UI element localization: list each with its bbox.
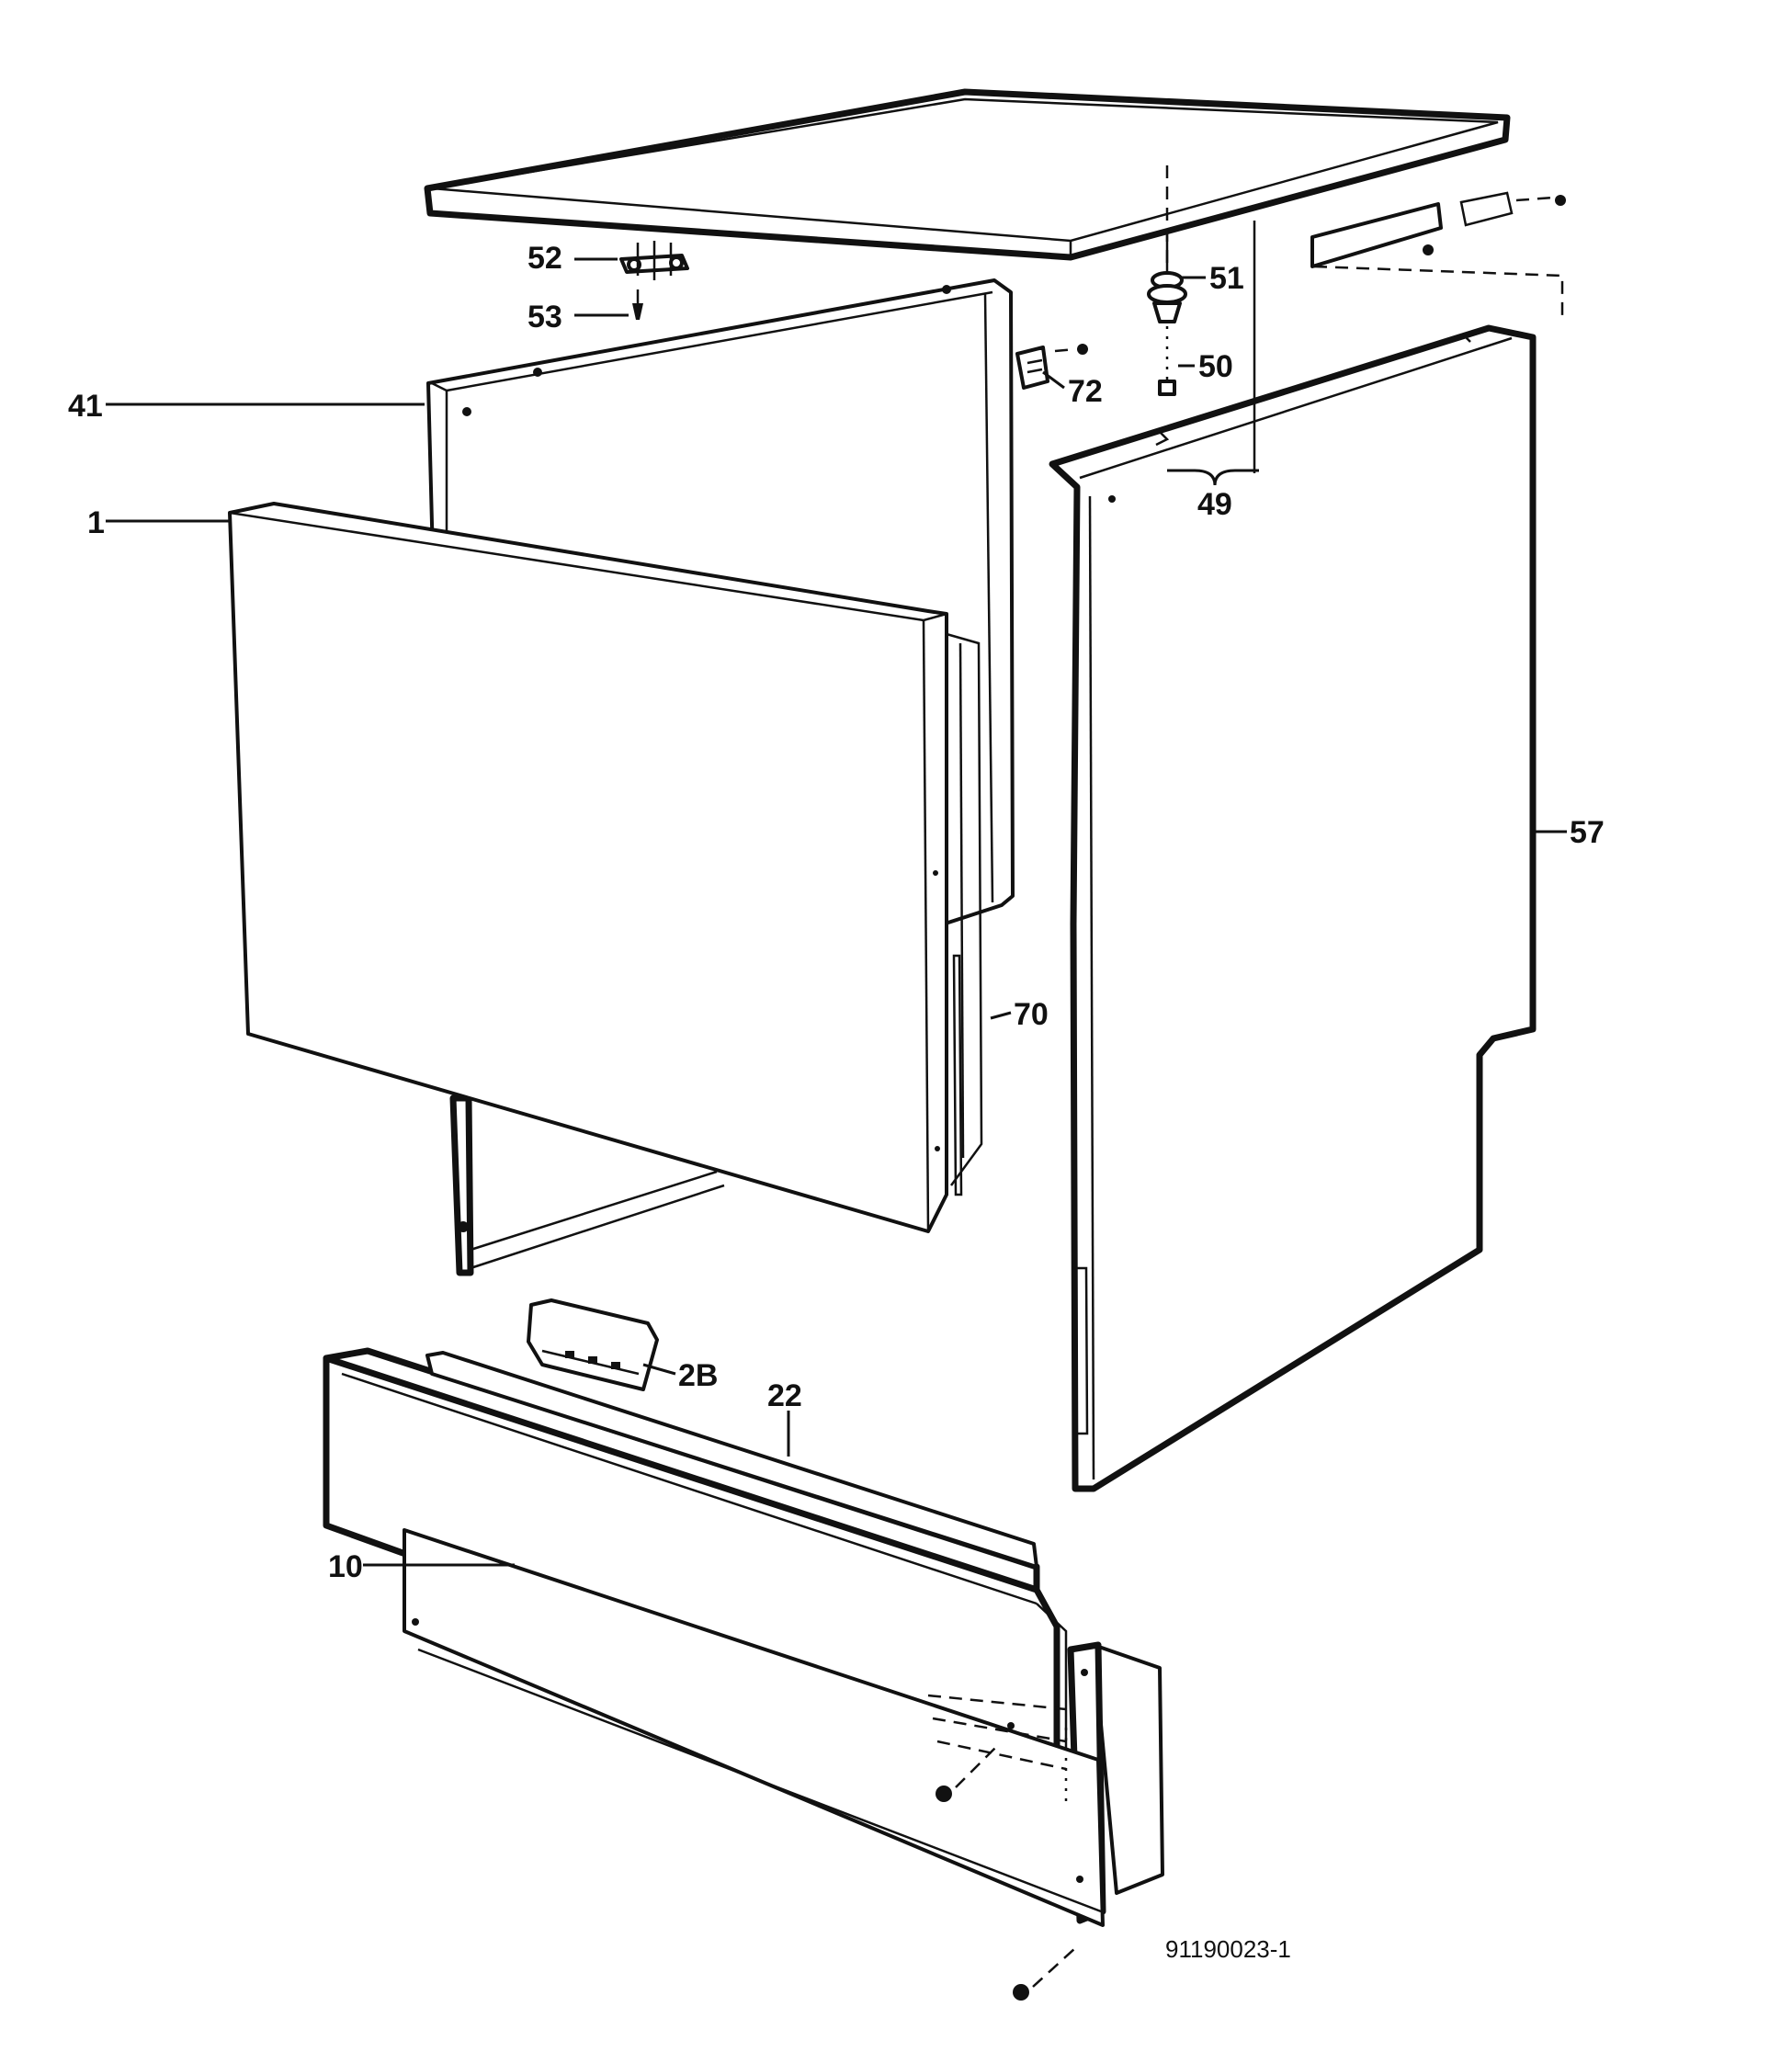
callout-57: 57 [1570, 815, 1605, 850]
inner-strip [952, 954, 963, 1196]
leveling-foot [1147, 221, 1256, 473]
hinge-bracket [619, 241, 689, 280]
base-frame [449, 1094, 725, 1276]
callout-2B: 2B [678, 1358, 718, 1393]
callout-10: 10 [328, 1549, 363, 1584]
callout-41: 41 [68, 389, 103, 424]
upper-bracket [1165, 165, 1566, 322]
worktop-panel [424, 88, 1511, 261]
callout-70: 70 [1014, 997, 1049, 1032]
callout-22: 22 [767, 1378, 802, 1413]
drawing-number: 91190023-1 [1165, 1935, 1291, 1963]
callout-72: 72 [1068, 374, 1103, 409]
kick-panel [323, 1355, 1164, 1927]
callout-1: 1 [87, 505, 105, 540]
screw-53 [632, 289, 643, 320]
callout-51: 51 [1209, 261, 1244, 296]
callout-53: 53 [527, 300, 562, 334]
kick-panel-screw-upper [936, 1745, 998, 1802]
kick-panel-screw-lower [1013, 1947, 1076, 2001]
door-latch [527, 1298, 659, 1391]
leader-lines [106, 257, 1567, 1567]
callout-50: 50 [1198, 349, 1233, 384]
front-door-panel [228, 502, 983, 1233]
door-clip [1015, 344, 1088, 390]
side-panel [1049, 324, 1537, 1492]
callout-49: 49 [1197, 487, 1232, 522]
callout-52: 52 [527, 241, 562, 276]
